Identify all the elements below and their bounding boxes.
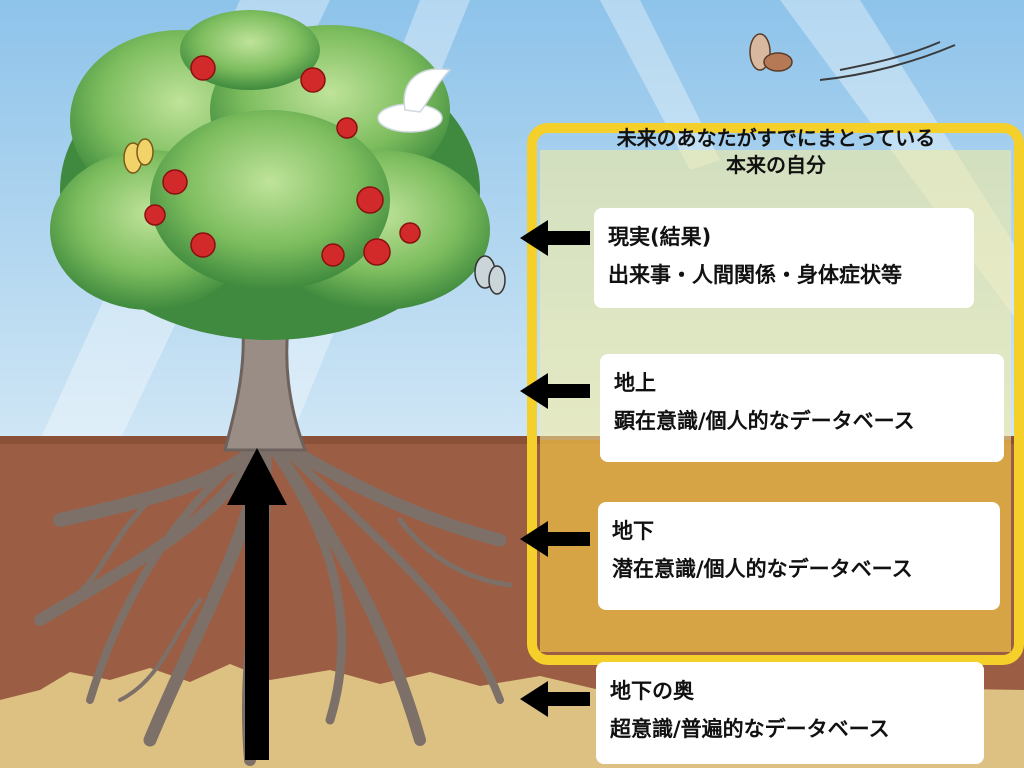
butterfly-icon — [749, 33, 793, 72]
layer-description: 顕在意識/個人的なデータベース — [614, 409, 915, 433]
apples — [144, 55, 421, 267]
layer-heading: 地下 — [612, 519, 654, 543]
layer-arrow-1 — [520, 220, 590, 256]
tree-canopy — [50, 10, 490, 340]
butterfly-swallowtail-icon — [474, 255, 506, 295]
layer-arrow-2 — [520, 373, 590, 409]
layer-box-deep-underground: 地下の奥 超意識/普遍的なデータベース — [596, 662, 984, 764]
upward-arrow — [227, 448, 287, 760]
sparkle-trail — [819, 41, 956, 81]
layer-heading: 地上 — [614, 371, 656, 395]
panel-title: 未来のあなたがすでにまとっている 本来の自分 — [536, 125, 1016, 179]
layer-description: 潜在意識/個人的なデータベース — [612, 557, 913, 581]
layer-box-reality: 現実(結果) 出来事・人間関係・身体症状等 — [594, 208, 974, 308]
layer-heading: 地下の奥 — [610, 679, 694, 703]
layer-description: 超意識/普遍的なデータベース — [610, 717, 890, 741]
panel-title-line2: 本来の自分 — [726, 153, 826, 177]
panel-title-line1: 未来のあなたがすでにまとっている — [616, 126, 936, 150]
layer-box-underground: 地下 潜在意識/個人的なデータベース — [598, 502, 1000, 610]
layer-arrow-4 — [520, 681, 590, 717]
butterfly-yellow-icon — [123, 138, 154, 174]
layer-heading: 現実(結果) — [608, 225, 712, 249]
dove-icon — [377, 68, 452, 133]
tree-roots — [34, 433, 513, 766]
soil-top-edge — [0, 436, 1024, 444]
layer-arrow-3 — [520, 521, 590, 557]
layer-box-above-ground: 地上 顕在意識/個人的なデータベース — [600, 354, 1004, 462]
layer-description: 出来事・人間関係・身体症状等 — [608, 263, 902, 287]
